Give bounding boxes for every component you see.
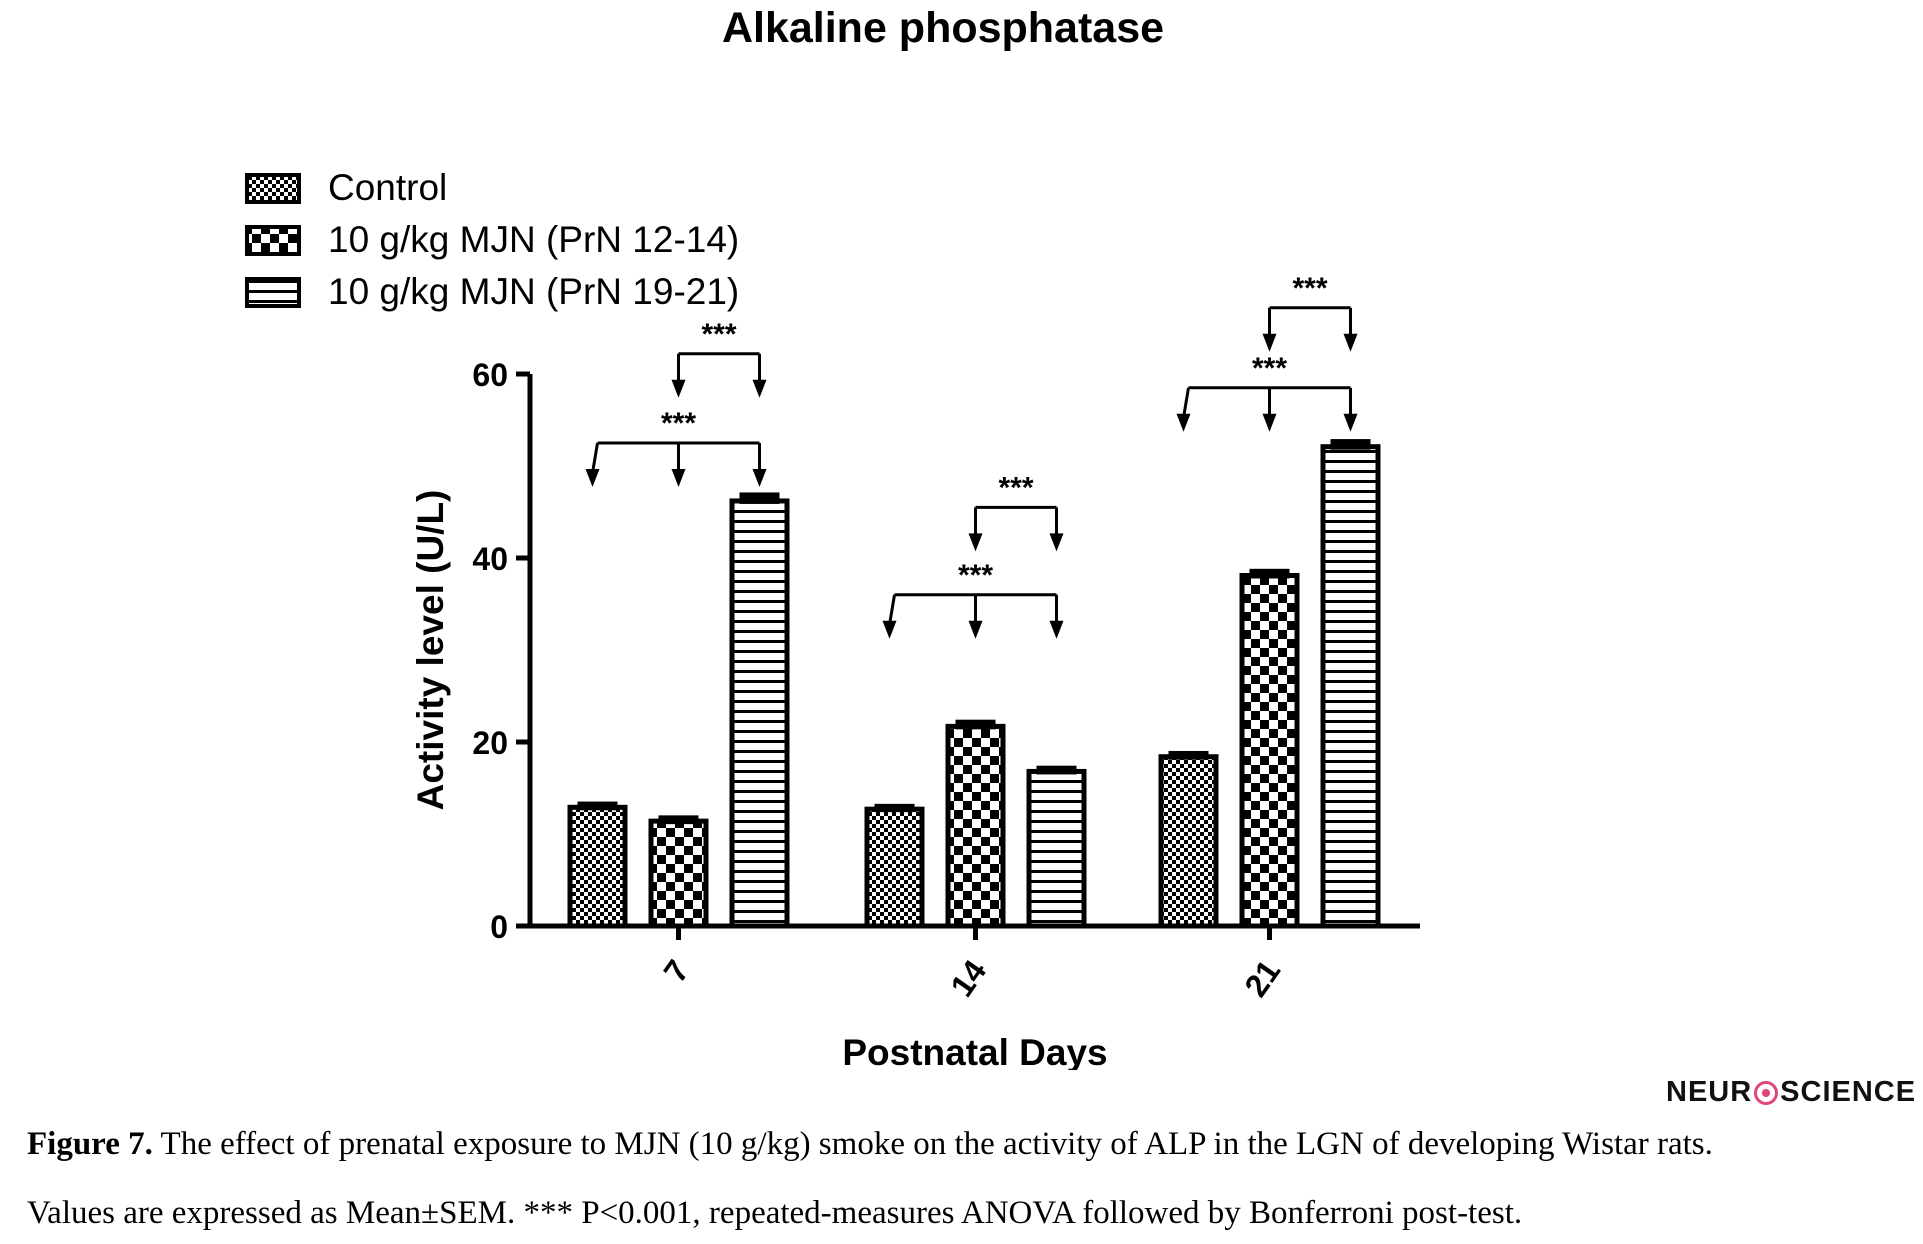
error-cap <box>658 815 699 825</box>
caption-label: Figure 7. <box>27 1126 153 1162</box>
x-tick-label: 21 <box>1237 953 1287 1003</box>
error-cap <box>1249 568 1290 579</box>
bracket-arrow-head <box>1049 533 1064 552</box>
significance-label: *** <box>998 471 1033 504</box>
bracket-arrow-head <box>1343 333 1358 352</box>
error-cap <box>955 719 996 730</box>
x-tick-label: 14 <box>943 953 993 1003</box>
bracket-arrow-head <box>752 469 767 487</box>
logo-dot-icon <box>1754 1080 1779 1105</box>
bracket-arrow-head <box>968 620 983 639</box>
caption-note: Values are expressed as Mean±SEM. *** P<… <box>27 1195 1523 1231</box>
bar <box>648 818 709 929</box>
bar <box>567 804 628 929</box>
significance-label: *** <box>701 318 736 351</box>
bracket-arrow-stem <box>591 442 599 474</box>
legend-swatch <box>245 173 301 204</box>
bar <box>1158 754 1219 929</box>
bar <box>729 498 790 929</box>
legend-label: Control <box>328 167 447 208</box>
bracket-arrow-head <box>968 533 983 552</box>
legend-swatch <box>245 225 301 256</box>
error-cap <box>1330 439 1371 450</box>
bar <box>945 723 1006 929</box>
significance-brackets: *** *** *** *** *** *** <box>585 272 1358 639</box>
logo-text-part2: SCIENCE <box>1780 1076 1917 1108</box>
bracket-arrow-head <box>1262 413 1277 432</box>
figure-caption: Figure 7. The effect of prenatal exposur… <box>27 1126 1907 1163</box>
x-axis-label: Postnatal Days <box>842 1032 1107 1070</box>
chart-title: Alkaline phosphatase <box>722 4 1164 52</box>
legend-label: 10 g/kg MJN (PrN 12-14) <box>328 219 739 260</box>
y-tick-label: 0 <box>490 909 508 945</box>
legend: Control 10 g/kg MJN (PrN 12-14) 10 g/kg MJ… <box>245 167 739 312</box>
bar <box>1026 768 1087 929</box>
significance-label: *** <box>958 559 993 592</box>
bracket-arrow-head <box>671 469 686 487</box>
bracket-arrow-stem <box>1182 387 1190 419</box>
bracket-arrow-head <box>752 379 767 398</box>
error-cap <box>1168 750 1209 760</box>
neuroscience-logo: NEUR SCIENCE <box>1666 1076 1916 1109</box>
logo-text-part1: NEUR <box>1666 1076 1753 1108</box>
y-tick-label: 40 <box>472 541 508 577</box>
significance-label: *** <box>1252 352 1287 385</box>
significance-label: *** <box>1292 272 1327 305</box>
error-cap <box>874 803 915 813</box>
y-axis-label: Activity level (U/L) <box>410 490 451 811</box>
y-tick-label: 60 <box>472 357 508 393</box>
bar <box>1239 572 1300 929</box>
bracket-arrow-stem <box>888 594 896 626</box>
caption-text: The effect of prenatal exposure to MJN (… <box>152 1126 1713 1162</box>
bar <box>1320 444 1381 929</box>
legend-swatch <box>245 277 301 308</box>
y-tick-label: 20 <box>472 725 508 761</box>
bracket-arrow-head <box>585 469 600 487</box>
error-cap <box>1036 765 1077 775</box>
bars <box>567 439 1381 929</box>
bracket-arrow-head <box>1262 333 1277 352</box>
error-cap <box>739 492 780 504</box>
bar <box>864 806 925 929</box>
bracket-arrow-head <box>1049 620 1064 639</box>
significance-label: *** <box>661 407 696 440</box>
chart: Alkaline phosphatase Control 10 g/kg MJN … <box>245 4 1420 1070</box>
bracket-arrow-head <box>671 379 686 398</box>
bracket-arrow-head <box>882 620 897 639</box>
bracket-arrow-head <box>1343 413 1358 432</box>
bracket-arrow-head <box>1176 413 1191 432</box>
x-tick-label: 7 <box>657 953 697 988</box>
legend-label: 10 g/kg MJN (PrN 19-21) <box>328 271 739 312</box>
error-cap <box>577 801 618 811</box>
